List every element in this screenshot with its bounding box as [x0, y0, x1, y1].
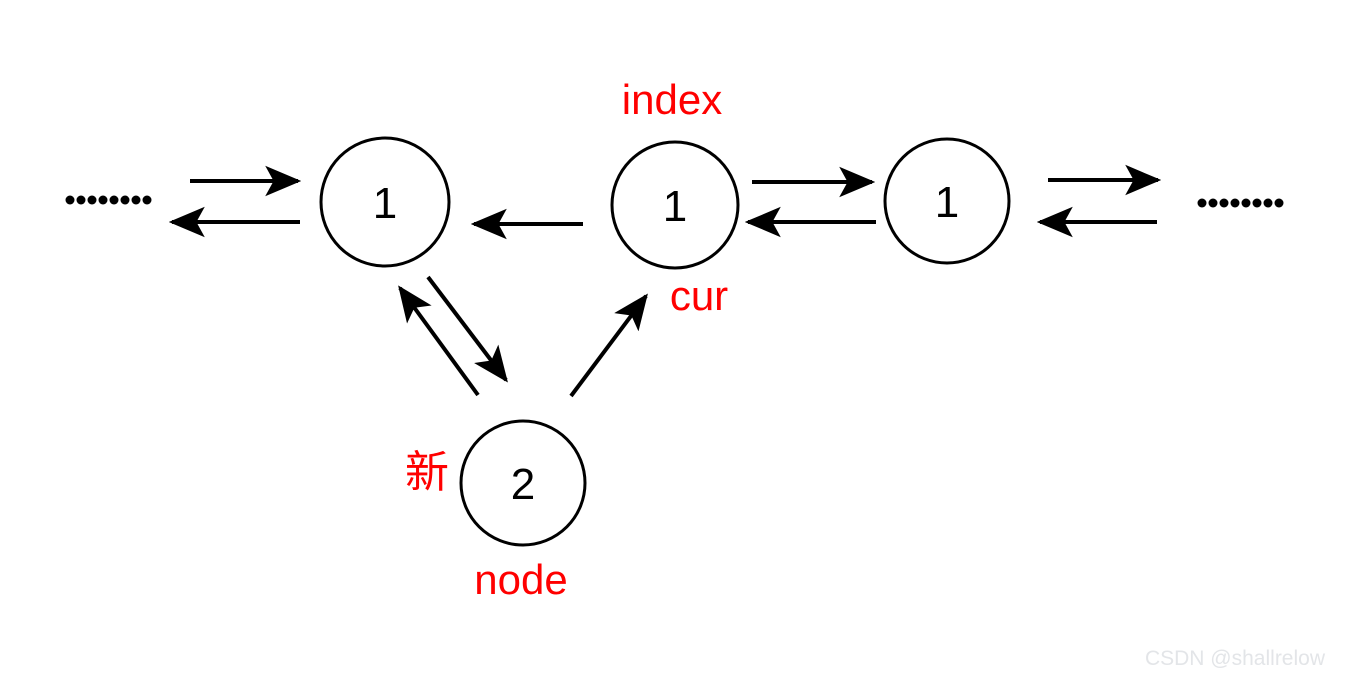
label-cur: cur — [670, 272, 728, 319]
node-left-value: 1 — [373, 179, 397, 228]
label-index: index — [622, 76, 722, 123]
node-right: 1 — [883, 137, 1011, 265]
node-index: 1 — [610, 140, 740, 270]
ellipsis-left — [65, 195, 152, 205]
ellipsis-right — [1197, 198, 1284, 208]
node-right-value: 1 — [935, 178, 959, 227]
node-right-circle — [883, 137, 1011, 265]
label-new-cjk: 新 — [405, 447, 449, 498]
node-left: 1 — [319, 136, 451, 268]
node-new-value: 2 — [511, 460, 535, 509]
label-node: node — [474, 556, 567, 603]
arrow-newnode-to-cur — [569, 293, 648, 398]
node-left-circle — [319, 136, 451, 268]
node-new-circle — [459, 419, 587, 547]
arrow-newnode-to-node1 — [398, 285, 480, 397]
arrow-node1-to-newnode — [426, 275, 508, 383]
node-index-circle — [610, 140, 740, 270]
node-index-value: 1 — [663, 182, 687, 231]
csdn-watermark: CSDN @shallrelow — [1145, 647, 1326, 670]
node-new: 2 — [459, 419, 587, 547]
